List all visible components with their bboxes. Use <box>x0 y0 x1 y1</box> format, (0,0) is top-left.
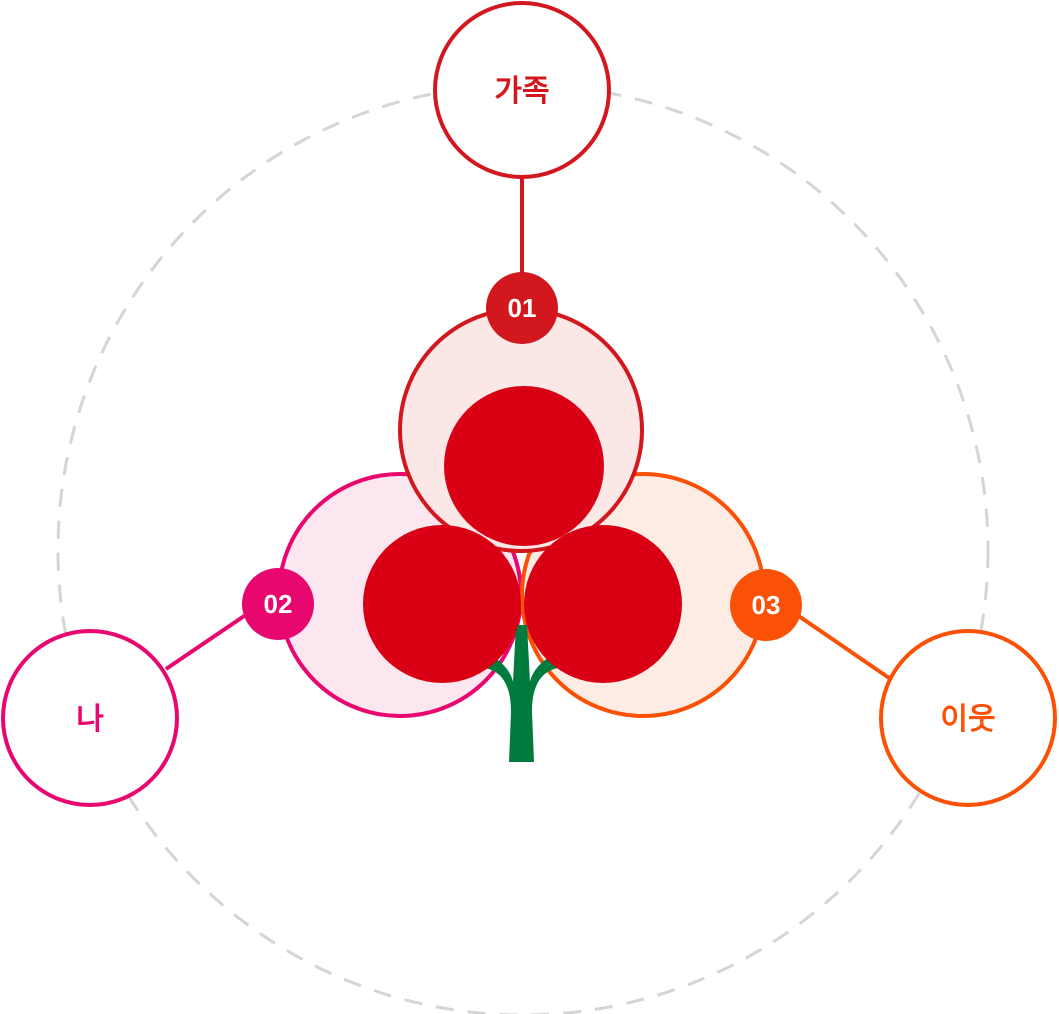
badge-family: 01 <box>486 272 558 344</box>
label-neighbor: 이웃 <box>940 702 995 737</box>
label-node-family: 가족 <box>433 1 611 179</box>
badge-me-number: 02 <box>264 589 293 619</box>
berry-left <box>363 525 521 683</box>
berry-right <box>524 525 682 683</box>
berry-top <box>444 386 604 546</box>
label-me: 나 <box>76 702 104 737</box>
badge-me: 02 <box>242 568 314 640</box>
connector-neighbor <box>788 608 894 682</box>
badge-neighbor: 03 <box>730 569 802 641</box>
label-node-neighbor: 이웃 <box>879 629 1057 807</box>
connector-me <box>164 608 255 671</box>
stem <box>485 625 558 762</box>
badge-family-number: 01 <box>508 293 537 323</box>
badge-neighbor-number: 03 <box>752 590 781 620</box>
label-node-me: 나 <box>1 629 179 807</box>
label-family: 가족 <box>494 74 549 109</box>
